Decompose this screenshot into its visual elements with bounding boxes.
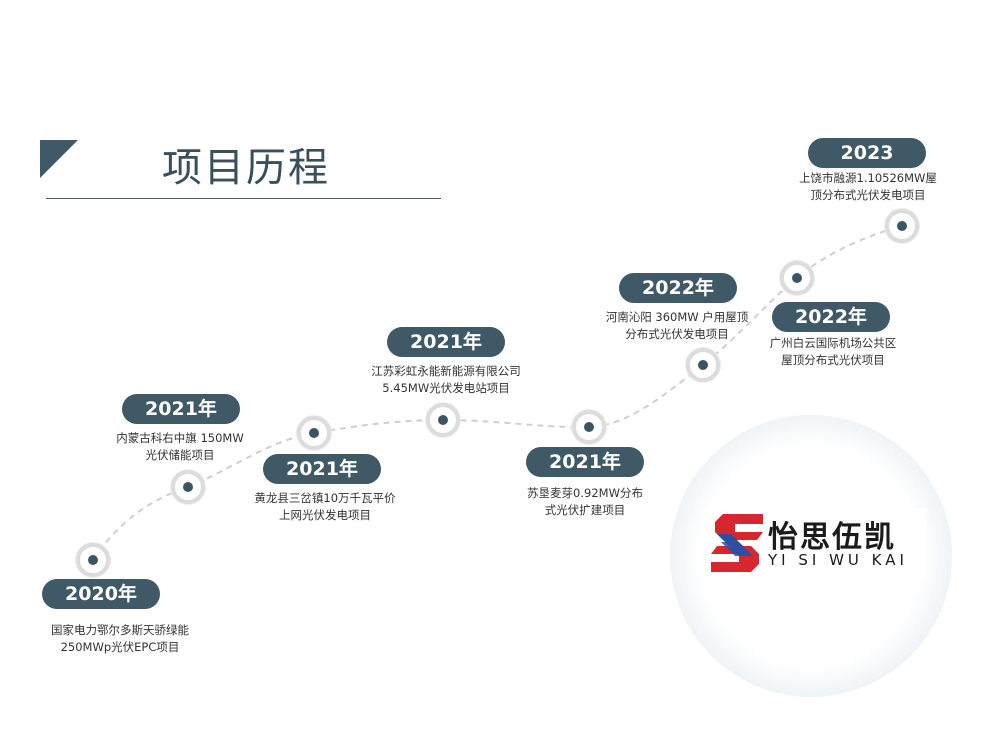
- description-line: 上网光伏发电项目: [279, 508, 371, 522]
- logo-name-zh: 怡思伍凯: [768, 520, 896, 555]
- year-badge: 2021年: [263, 454, 381, 484]
- milestone-description: 黄龙县三岔镇10万千瓦平价 上网光伏发电项目: [225, 490, 425, 524]
- title-triangle-decoration: [40, 140, 78, 178]
- milestone-description: 上饶市融源1.10526MW屋 顶分布式光伏发电项目: [762, 170, 974, 204]
- description-line: 河南沁阳 360MW 户用屋顶: [605, 310, 749, 324]
- timeline-node: [76, 543, 110, 577]
- logo-mark-icon: [711, 514, 763, 572]
- description-line: 国家电力鄂尔多斯天骄绿能: [51, 623, 189, 637]
- description-line: 上饶市融源1.10526MW屋: [799, 171, 937, 185]
- timeline-node: [686, 348, 720, 382]
- milestone-description: 国家电力鄂尔多斯天骄绿能 250MWp光伏EPC项目: [20, 622, 220, 656]
- description-line: 光伏储能项目: [145, 448, 215, 462]
- page-title: 项目历程: [162, 145, 330, 191]
- year-badge: 2021年: [387, 327, 505, 357]
- description-line: 江苏彩虹永能新能源有限公司: [371, 364, 521, 378]
- timeline-node: [572, 410, 606, 444]
- milestone-description: 河南沁阳 360MW 户用屋顶 分布式光伏发电项目: [577, 309, 777, 343]
- year-badge: 2020年: [42, 579, 160, 609]
- timeline-node: [297, 416, 331, 450]
- description-line: 内蒙古科右中旗 150MW: [116, 431, 244, 445]
- title-divider: [46, 198, 441, 199]
- description-line: 屋顶分布式光伏项目: [781, 353, 885, 367]
- description-line: 式光伏扩建项目: [544, 503, 626, 517]
- description-line: 顶分布式光伏发电项目: [810, 188, 926, 202]
- year-badge: 2023: [808, 138, 926, 168]
- year-badge: 2021年: [526, 447, 644, 477]
- milestone-description: 苏垦麦芽0.92MW分布 式光伏扩建项目: [485, 485, 685, 519]
- description-line: 广州白云国际机场公共区: [769, 336, 897, 350]
- timeline-node: [885, 209, 919, 243]
- description-line: 黄龙县三岔镇10万千瓦平价: [254, 491, 396, 505]
- timeline-node: [171, 470, 205, 504]
- milestone-description: 内蒙古科右中旗 150MW 光伏储能项目: [80, 430, 280, 464]
- description-line: 5.45MW光伏发电站项目: [382, 381, 510, 395]
- description-line: 苏垦麦芽0.92MW分布: [527, 486, 643, 500]
- timeline-node: [780, 261, 814, 295]
- description-line: 分布式光伏发电项目: [625, 327, 729, 341]
- description-line: 250MWp光伏EPC项目: [60, 640, 180, 654]
- company-logo: [703, 508, 926, 578]
- year-badge: 2022年: [772, 302, 890, 332]
- logo-name-en: YI SI WU KAI: [768, 551, 908, 569]
- year-badge: 2022年: [619, 273, 737, 303]
- milestone-description: 广州白云国际机场公共区 屋顶分布式光伏项目: [733, 335, 933, 369]
- timeline-node: [426, 403, 460, 437]
- milestone-description: 江苏彩虹永能新能源有限公司 5.45MW光伏发电站项目: [344, 363, 548, 397]
- year-badge: 2021年: [122, 394, 240, 424]
